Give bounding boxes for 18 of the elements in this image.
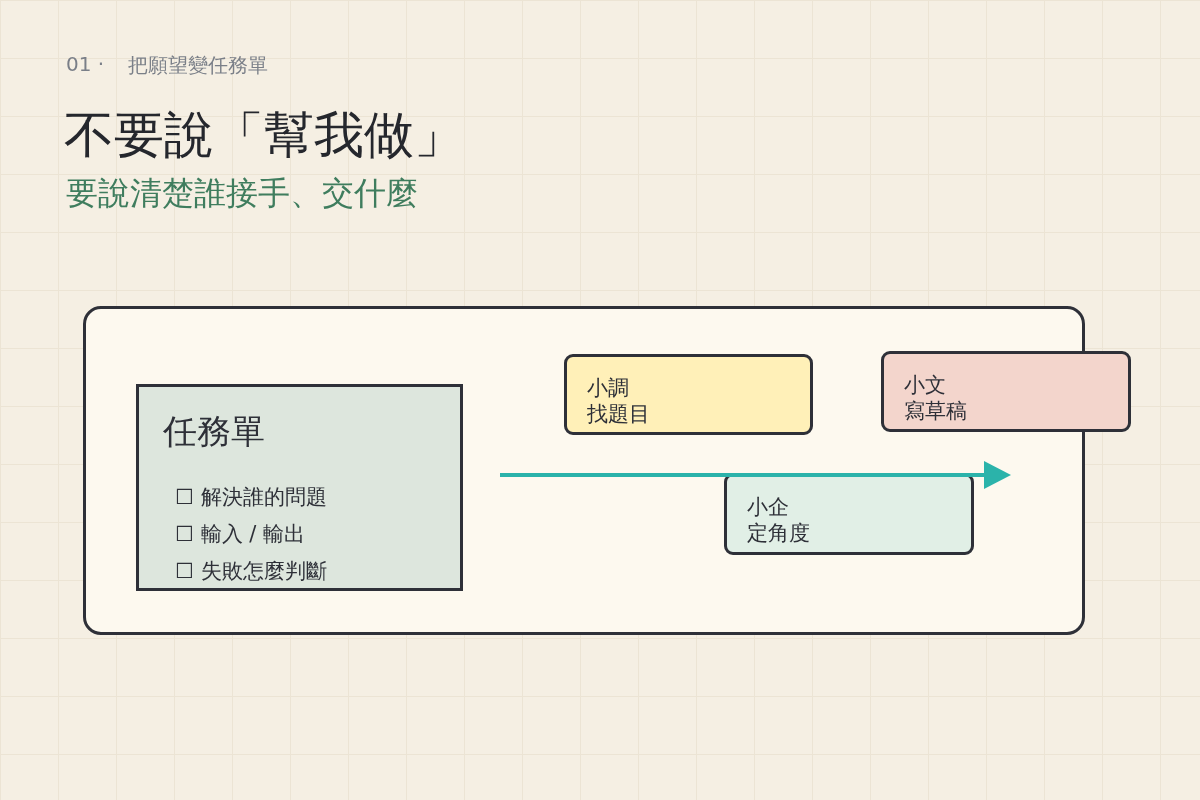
section-title: 把願望變任務單 bbox=[128, 52, 268, 79]
subtitle: 要說清楚誰接手、交什麼 bbox=[66, 173, 418, 214]
role-name: 小調 bbox=[587, 375, 629, 402]
role-task: 找題目 bbox=[587, 401, 650, 428]
role-name: 小企 bbox=[747, 494, 789, 521]
checklist-item: ☐ 失敗怎麼判斷 bbox=[175, 558, 327, 585]
role-task: 定角度 bbox=[747, 520, 810, 547]
task-card bbox=[136, 384, 463, 591]
card-heading: 任務單 bbox=[163, 410, 265, 453]
heading: 不要說「幫我做」 bbox=[64, 105, 464, 166]
role-card bbox=[564, 354, 813, 435]
checklist-item: ☐ 解決誰的問題 bbox=[175, 484, 327, 511]
role-task: 寫草稿 bbox=[904, 398, 967, 425]
checklist-item: ☐ 輸入 / 輸出 bbox=[175, 521, 305, 548]
section-number: 01 · bbox=[66, 52, 105, 76]
content-panel bbox=[83, 306, 1085, 635]
role-name: 小文 bbox=[904, 372, 946, 399]
role-card bbox=[881, 351, 1131, 432]
